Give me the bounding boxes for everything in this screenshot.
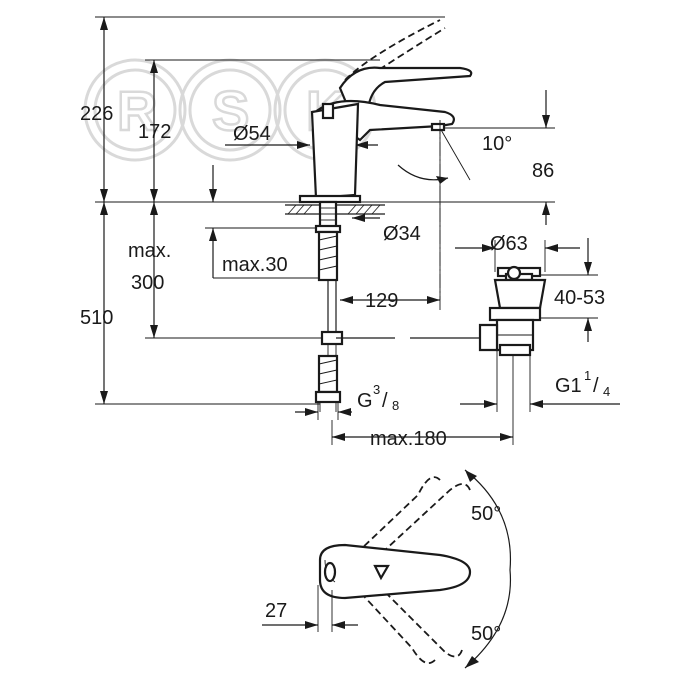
label-d34: Ø34 [383,223,421,245]
label-27: 27 [265,600,287,622]
label-g114-numerator: 1 [584,368,591,383]
label-129: 129 [365,290,398,312]
faucet-top-view [262,469,512,669]
label-angle-50-top: 50° [471,503,501,525]
label-226: 226 [80,103,113,125]
faucet-side-view [285,19,481,412]
label-g38: G [357,390,373,412]
dimension-labels: 226 172 Ø54 10° 86 Ø34 Ø63 max. max.30 3… [80,103,610,645]
label-d63: Ø63 [490,233,528,255]
label-max30: max.30 [222,254,288,276]
label-40-53: 40-53 [554,287,605,309]
label-g114: G1 [555,375,582,397]
watermark-letter-r: R [117,79,157,142]
watermark-letter-s: S [212,79,249,142]
waste-valve [478,265,547,357]
label-angle-10: 10° [482,133,512,155]
label-max300-line2: 300 [131,272,164,294]
label-g114-slash: / [593,375,599,397]
label-g38-slash: / [382,390,388,412]
label-g38-numerator: 3 [373,382,380,397]
label-max300-line1: max. [128,240,171,262]
label-g38-denominator: 8 [392,398,399,413]
label-d54: Ø54 [233,123,271,145]
label-172: 172 [138,121,171,143]
label-86: 86 [532,160,554,182]
dimension-lines-side-view [95,16,620,445]
label-g114-denominator: 4 [603,384,610,399]
label-max180: max.180 [370,428,447,450]
label-510: 510 [80,307,113,329]
label-angle-50-bottom: 50° [471,623,501,645]
